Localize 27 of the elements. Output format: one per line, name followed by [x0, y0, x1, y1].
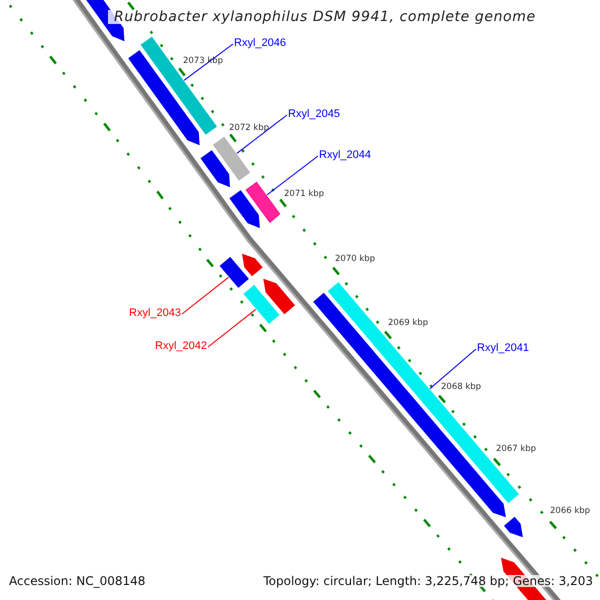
leader-line	[184, 44, 234, 81]
tick-label: 2068 kbp	[441, 383, 482, 392]
tick-label: 2069 kbp	[388, 319, 428, 328]
leader-line	[266, 156, 318, 196]
tick-label: 2066 kbp	[550, 507, 590, 516]
tick-label: 2070 kbp	[335, 255, 376, 264]
accession-text: Accession: NC_008148	[9, 575, 146, 587]
gene-bar	[212, 136, 250, 181]
leader-line	[429, 348, 476, 390]
leader-line	[182, 276, 229, 314]
gene-bar	[220, 256, 249, 288]
tick-label: 2073 kbp	[183, 57, 224, 66]
gene-label: Rxyl_2046	[234, 38, 286, 49]
gene-label: Rxyl_2044	[319, 150, 371, 161]
tick-label: 2072 kbp	[229, 124, 270, 132]
genome-info-text: Topology: circular; Length: 3,225,748 bp; Genes: 3,203	[263, 575, 593, 587]
gene-label: Rxyl_2045	[288, 109, 340, 120]
leader-line	[208, 308, 256, 348]
tick-label: 2067 kbp	[496, 445, 536, 454]
leader-line	[236, 114, 288, 154]
gene-label: Rxyl_2043	[129, 308, 181, 319]
gene-bar	[245, 182, 280, 224]
gene-bar	[243, 284, 280, 324]
gene-label: Rxyl_2041	[477, 343, 529, 354]
diagram-title: Rubrobacter xylanophilus DSM 9941, complete genome	[108, 10, 536, 24]
tick-label: 2071 kbp	[284, 190, 324, 198]
gene-label: Rxyl_2042	[155, 341, 207, 352]
